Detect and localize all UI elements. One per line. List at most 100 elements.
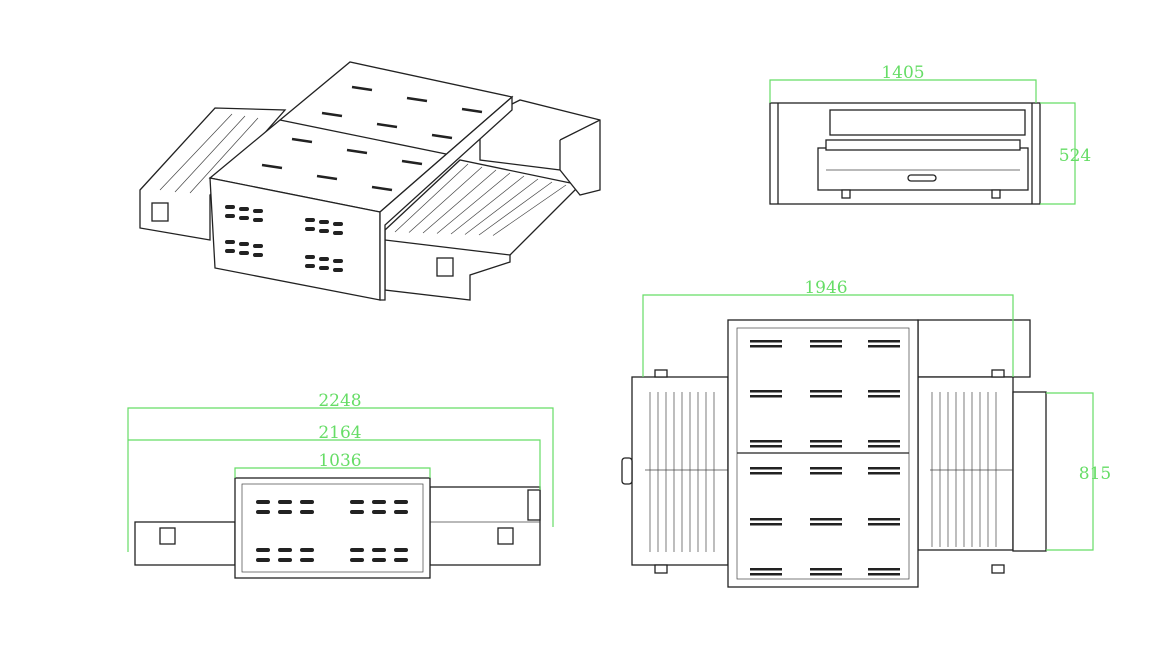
vent-slot — [316, 174, 338, 181]
vent-slot — [868, 395, 900, 398]
vent-slot — [750, 390, 782, 393]
iso-left-conveyor — [139, 107, 287, 241]
vent-slot — [401, 159, 423, 166]
vent-slot — [278, 510, 292, 514]
vent-slot — [750, 445, 782, 448]
vent-slot — [394, 558, 408, 562]
vent-slot — [750, 472, 782, 475]
vent-slot — [319, 257, 329, 261]
vent-slot — [225, 249, 235, 253]
vent-slot — [376, 122, 398, 129]
vent-slot — [300, 558, 314, 562]
vent-slot — [750, 518, 782, 521]
vent-slot — [868, 573, 900, 576]
vent-slot — [300, 548, 314, 552]
vent-slot — [351, 85, 373, 92]
vent-slot — [350, 510, 364, 514]
vent-slot — [810, 472, 842, 475]
front-view: 1405 524 — [769, 63, 1091, 205]
top-right-conveyor — [917, 376, 1014, 551]
vent-slot — [810, 523, 842, 526]
top-control-box — [917, 319, 1031, 378]
vent-slot — [305, 227, 315, 231]
vent-slot — [371, 185, 393, 192]
vent-slot — [305, 218, 315, 222]
vent-slot — [346, 148, 368, 155]
conveyor-slat — [450, 175, 525, 235]
conveyor-slat — [394, 163, 469, 233]
side-right-conveyor — [429, 486, 541, 566]
vent-slot — [253, 209, 263, 213]
dimension-side-overall: 2248 — [318, 391, 361, 411]
vent-slot — [868, 472, 900, 475]
conveyor-slat — [464, 178, 539, 235]
dimension-top-width: 1946 — [804, 278, 847, 298]
vent-slot — [394, 500, 408, 504]
side-view: 2248 2164 1036 — [127, 391, 554, 579]
dimension-front-width: 1405 — [881, 63, 924, 83]
vent-slot — [810, 518, 842, 521]
conveyor-slat — [436, 172, 511, 234]
vent-slot — [750, 568, 782, 571]
top-view: 1946 815 — [621, 278, 1111, 588]
dimension-side-body: 1036 — [318, 451, 361, 471]
vent-slot — [278, 500, 292, 504]
vent-slot — [319, 229, 329, 233]
vent-slot — [253, 218, 263, 222]
vent-slot — [333, 222, 343, 226]
vent-slot — [868, 445, 900, 448]
vent-slot — [750, 573, 782, 576]
vent-slot — [253, 244, 263, 248]
dimension-top-depth: 815 — [1079, 464, 1111, 484]
vent-slot — [333, 231, 343, 235]
vent-slot — [372, 500, 386, 504]
vent-slot — [810, 390, 842, 393]
conveyor-slat — [408, 166, 483, 233]
vent-slot — [810, 467, 842, 470]
dimension-front-height: 524 — [1059, 146, 1091, 166]
vent-slot — [256, 548, 270, 552]
vent-slot — [431, 133, 453, 140]
conveyor-slat — [422, 169, 497, 234]
vent-slot — [750, 345, 782, 348]
vent-slot — [239, 251, 249, 255]
vent-slot — [372, 510, 386, 514]
vent-slot — [350, 500, 364, 504]
vent-slot — [321, 111, 343, 118]
vent-slot — [256, 500, 270, 504]
conveyor-slat — [478, 181, 553, 236]
vent-slot — [300, 500, 314, 504]
conveyor-slat — [492, 184, 567, 236]
vent-slot — [256, 510, 270, 514]
vent-slot — [305, 255, 315, 259]
vent-slot — [225, 240, 235, 244]
vent-slot — [319, 266, 329, 270]
vent-slot — [868, 390, 900, 393]
side-body — [234, 477, 431, 579]
vent-slot — [225, 205, 235, 209]
vent-slot — [868, 523, 900, 526]
vent-slot — [810, 573, 842, 576]
vent-slot — [239, 242, 249, 246]
vent-slot — [810, 440, 842, 443]
vent-slot — [333, 259, 343, 263]
vent-slot — [810, 395, 842, 398]
dimension-side-conveyor: 2164 — [318, 423, 361, 443]
vent-slot — [810, 345, 842, 348]
vent-slot — [810, 445, 842, 448]
vent-slot — [750, 523, 782, 526]
vent-slot — [810, 340, 842, 343]
vent-slot — [300, 510, 314, 514]
vent-slot — [256, 558, 270, 562]
vent-slot — [225, 214, 235, 218]
vent-slot — [750, 340, 782, 343]
vent-slot — [239, 207, 249, 211]
vent-slot — [350, 558, 364, 562]
vent-slot — [406, 96, 428, 103]
vent-slot — [810, 568, 842, 571]
vent-slot — [868, 345, 900, 348]
vent-slot — [394, 510, 408, 514]
vent-slot — [868, 518, 900, 521]
